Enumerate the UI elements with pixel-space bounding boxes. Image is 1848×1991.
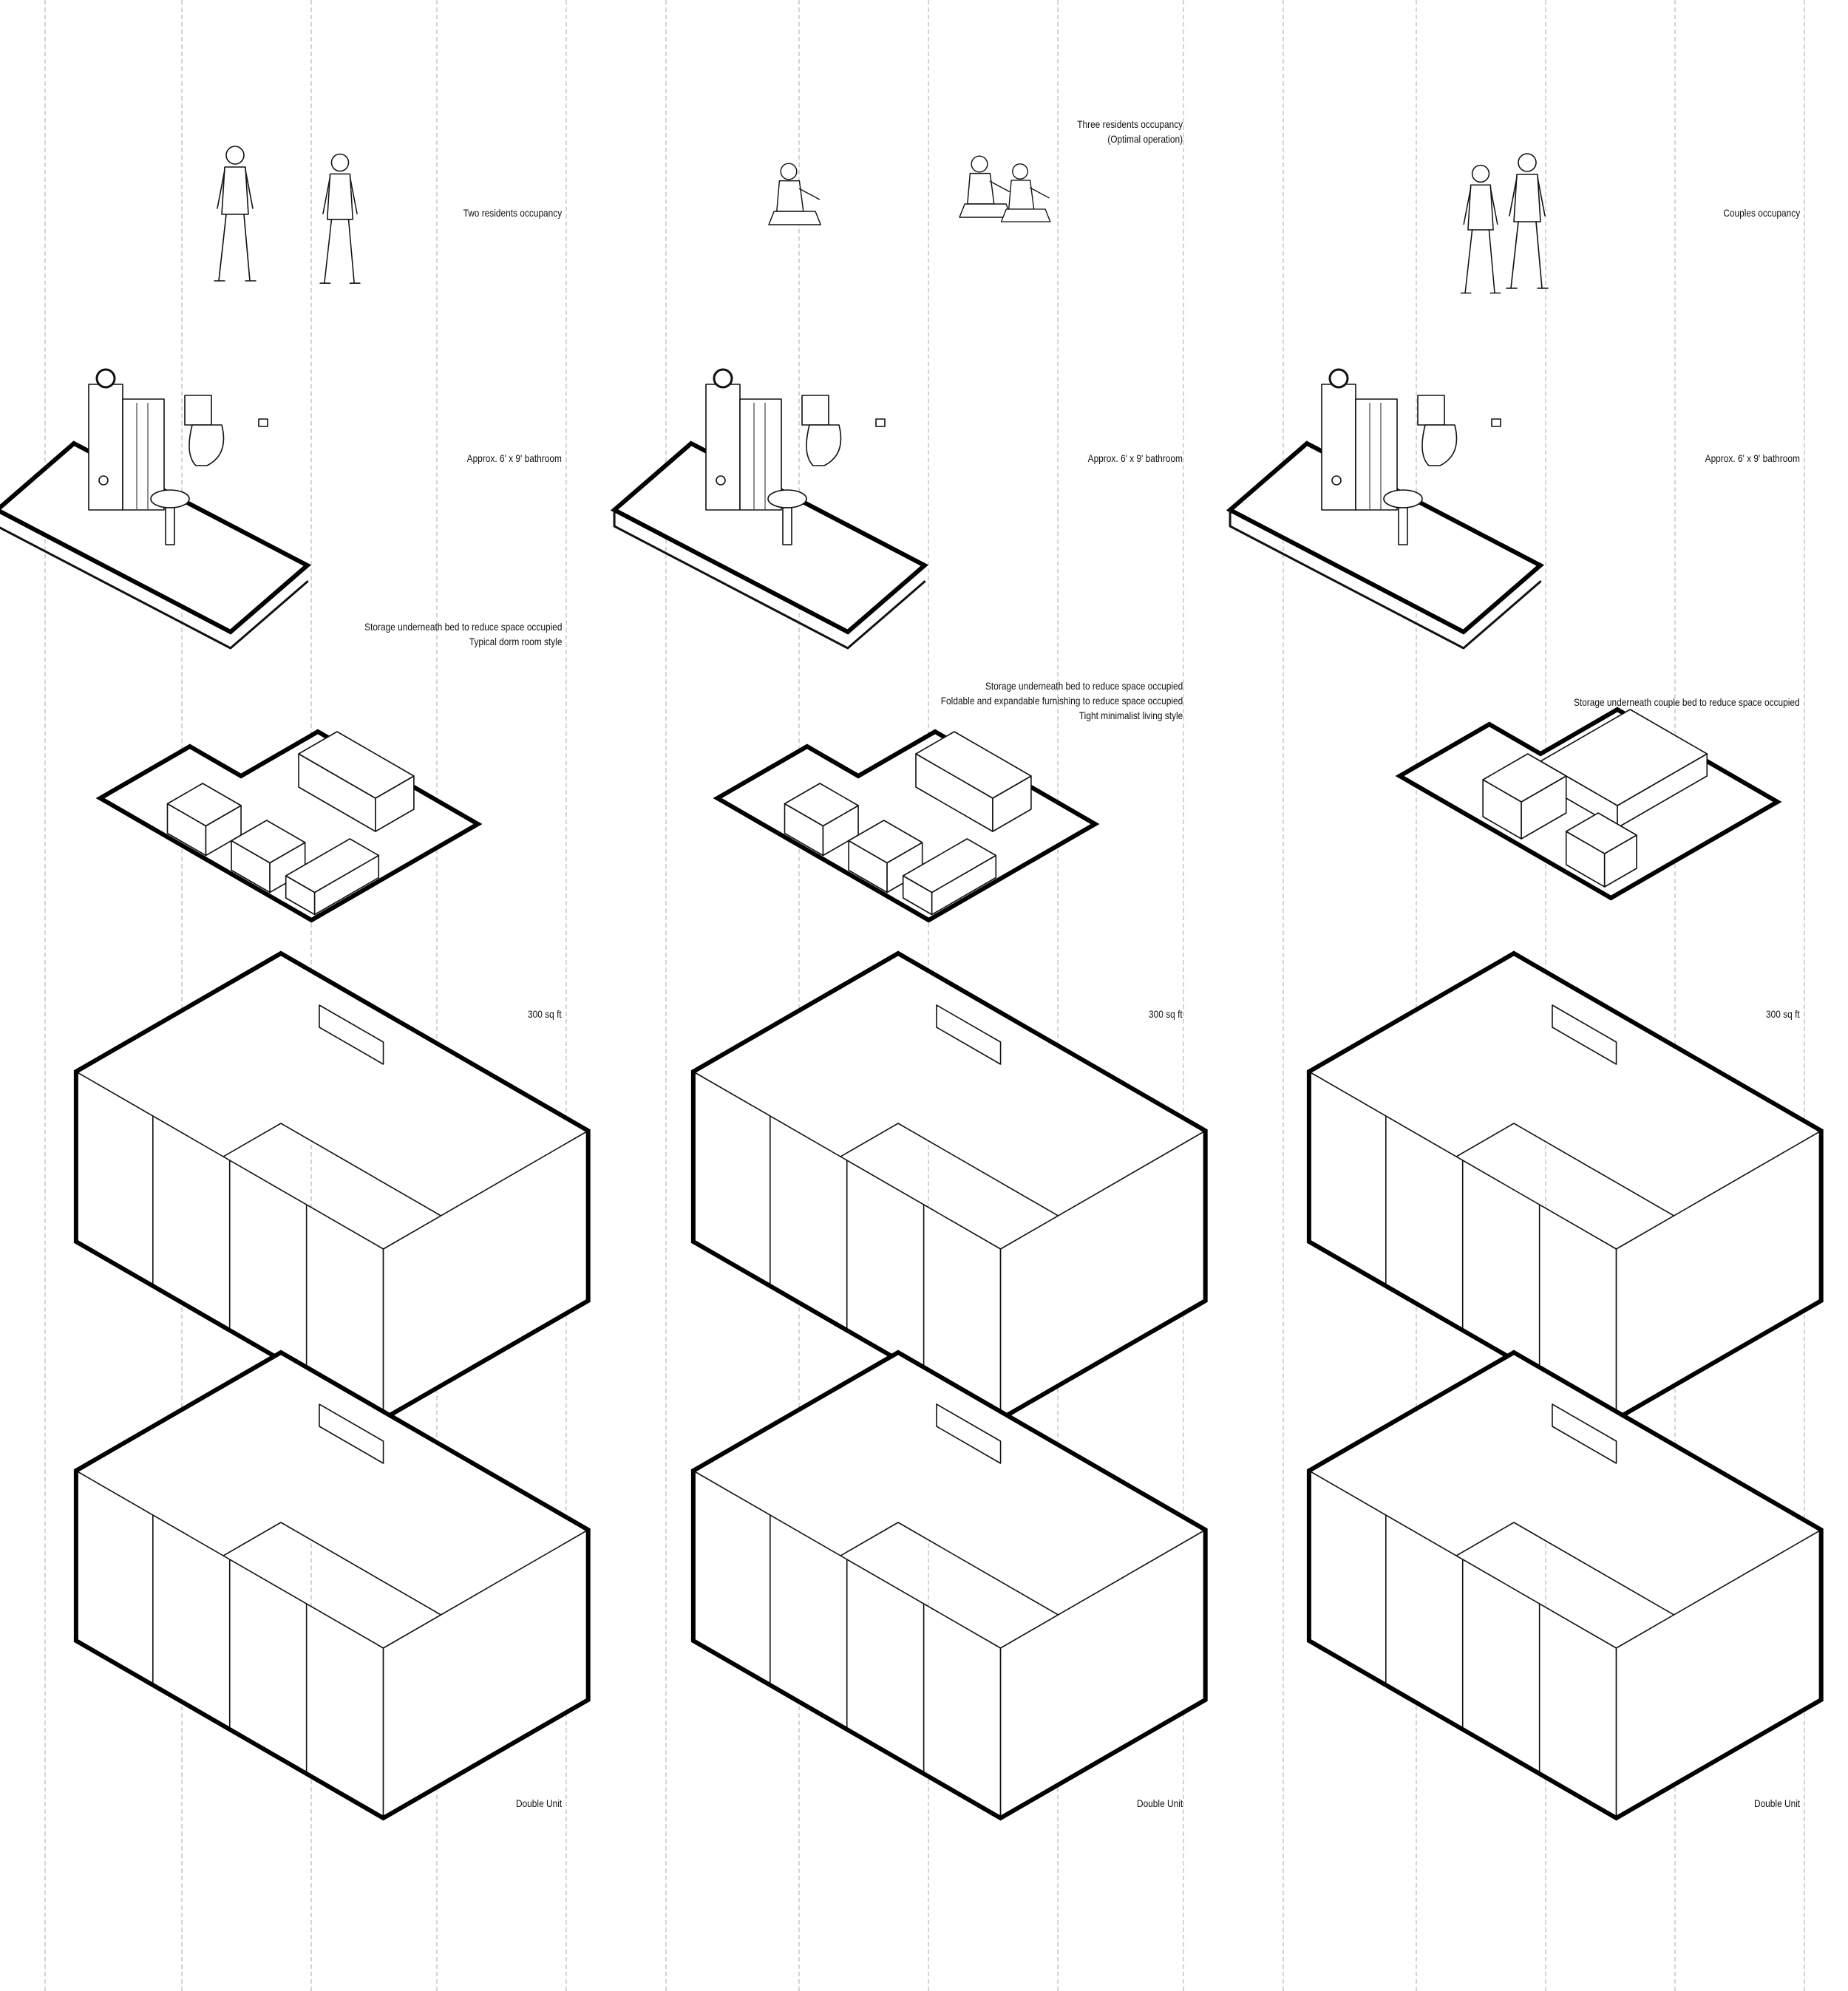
bathroom-label-line: Approx. 6' x 9' bathroom: [1087, 452, 1183, 464]
furniture-block: [231, 820, 306, 894]
occupancy-label-line: Couples occupancy: [1723, 207, 1800, 219]
guide-line: [44, 0, 46, 1991]
unit-shell-300-sqft: [1306, 950, 1824, 1422]
resident-figure: [1506, 153, 1549, 289]
furnishing-label: Storage underneath bed to reduce space o…: [364, 619, 562, 649]
furnished-floor-plate: [713, 729, 1100, 923]
resident-figure: [1000, 163, 1051, 222]
guide-line: [1057, 0, 1059, 1991]
furnishing-label: Storage underneath bed to reduce space o…: [941, 678, 1183, 723]
guide-line: [665, 0, 667, 1991]
column-2: [610, 0, 1209, 1991]
bathroom-module: [1226, 368, 1545, 650]
resident-figure: [319, 153, 361, 284]
unit-shell-double: [690, 1350, 1208, 1821]
resident-figure: [214, 146, 257, 282]
occupancy-label: Couples occupancy: [1723, 205, 1800, 220]
unit-label: Double Unit: [516, 1796, 562, 1811]
unit-shell-double: [73, 1350, 591, 1821]
furniture-block: [298, 731, 415, 832]
area-label: 300 sq ft: [528, 1007, 562, 1021]
guide-line: [436, 0, 438, 1991]
furnishing-label-line: Foldable and expandable furnishing to re…: [940, 695, 1183, 707]
occupancy-label-line: (Optimal operation): [1107, 133, 1183, 145]
furnishing-label-line: Tight minimalist living style: [1078, 709, 1183, 721]
guide-line: [1283, 0, 1284, 1991]
furnished-floor-plate: [1395, 707, 1782, 901]
bathroom-label: Approx. 6' x 9' bathroom: [467, 451, 562, 466]
unit-label: Double Unit: [1137, 1796, 1183, 1811]
bathroom-module: [0, 368, 312, 650]
furniture-block: [902, 838, 997, 916]
bathroom-module: [610, 368, 929, 650]
resident-figure: [959, 155, 1012, 218]
resident-figures: [768, 155, 1051, 225]
guide-line: [565, 0, 567, 1991]
area-label-line: 300 sq ft: [528, 1008, 562, 1020]
furnishing-label-line: Typical dorm room style: [469, 636, 562, 647]
area-label: 300 sq ft: [1149, 1007, 1183, 1021]
furniture-block: [784, 783, 859, 857]
guide-line: [1804, 0, 1805, 1991]
furnishing-label-line: Storage underneath bed to reduce space o…: [364, 621, 562, 633]
guide-line: [181, 0, 183, 1991]
resident-figures: [214, 146, 361, 284]
furniture-block: [166, 783, 242, 857]
area-label-line: 300 sq ft: [1766, 1008, 1800, 1020]
occupancy-label-line: Two residents occupancy: [463, 207, 562, 219]
furnished-floor-plate: [95, 729, 483, 923]
bathroom-label-line: Approx. 6' x 9' bathroom: [1705, 452, 1800, 464]
unit-shell-double: [1306, 1350, 1824, 1821]
furnishing-label-line: Storage underneath couple bed to reduce …: [1574, 696, 1800, 708]
guide-line: [1416, 0, 1417, 1991]
bathroom-label: Approx. 6' x 9' bathroom: [1705, 451, 1800, 466]
furnishing-label: Storage underneath couple bed to reduce …: [1574, 695, 1800, 709]
area-label-line: 300 sq ft: [1149, 1008, 1183, 1020]
unit-label-line: Double Unit: [1136, 1797, 1183, 1809]
guide-line: [1183, 0, 1184, 1991]
guide-line: [1674, 0, 1676, 1991]
furnishing-label-line: Storage underneath bed to reduce space o…: [985, 680, 1183, 692]
area-label: 300 sq ft: [1766, 1007, 1800, 1021]
furniture-block: [1482, 753, 1567, 840]
guide-line: [798, 0, 800, 1991]
unit-shell-300-sqft: [73, 950, 591, 1422]
unit-shell-300-sqft: [690, 950, 1208, 1422]
column-drawing: [1226, 153, 1824, 1821]
occupancy-label: Two residents occupancy: [463, 205, 562, 220]
unit-label: Double Unit: [1754, 1796, 1800, 1811]
unit-label-line: Double Unit: [515, 1797, 562, 1809]
occupancy-label-line: Three residents occupancy: [1077, 118, 1183, 130]
resident-figure: [1460, 164, 1501, 294]
furniture-block: [285, 838, 380, 916]
bathroom-label-line: Approx. 6' x 9' bathroom: [466, 452, 562, 464]
column-drawing: [0, 146, 591, 1821]
resident-figures: [1460, 153, 1549, 294]
column-1: [0, 0, 591, 1991]
furniture-block: [915, 731, 1032, 832]
furniture-block: [1565, 812, 1637, 888]
furniture-block: [848, 820, 923, 894]
column-3: [1226, 0, 1824, 1991]
column-drawing: [610, 155, 1208, 1821]
bathroom-label: Approx. 6' x 9' bathroom: [1088, 451, 1183, 466]
occupancy-label: Three residents occupancy (Optimal operat…: [1077, 117, 1183, 146]
unit-label-line: Double Unit: [1753, 1797, 1800, 1809]
resident-figure: [768, 163, 821, 225]
